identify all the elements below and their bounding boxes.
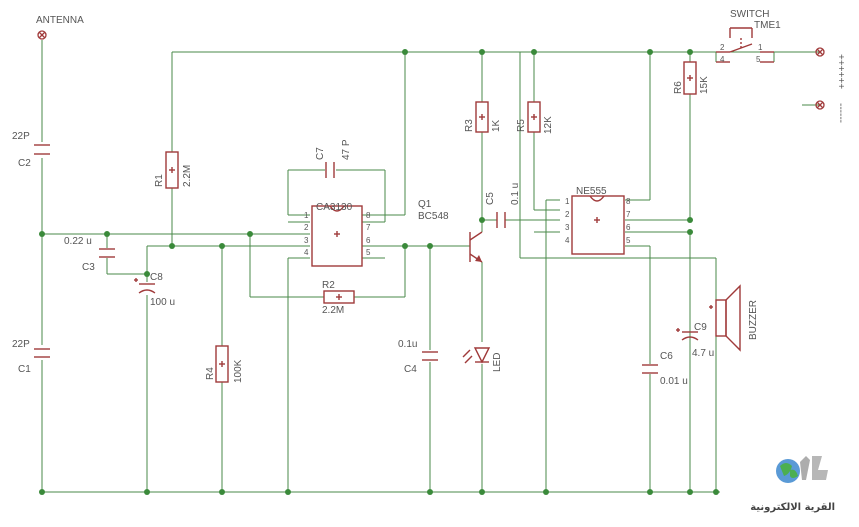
u1-pin-3: 3	[304, 236, 309, 245]
u1-pin-8: 8	[366, 211, 371, 220]
supply-positive-terminal	[815, 47, 825, 57]
c3-name: C3	[82, 262, 95, 273]
resistor-r3	[475, 101, 489, 133]
r3-value: 1K	[491, 119, 502, 132]
c5-name: C5	[485, 192, 496, 205]
capacitor-c1	[34, 348, 50, 358]
c8-value: 100 u	[150, 297, 175, 308]
r4-value: 100K	[233, 359, 244, 383]
supply-minus-label: ------	[835, 103, 846, 123]
switch-title: SWITCH	[730, 9, 769, 20]
wires	[41, 40, 820, 493]
r1-name: R1	[154, 174, 165, 187]
u1-pin-2: 2	[304, 223, 309, 232]
r6-value: 15K	[699, 76, 710, 94]
u1-pin-6: 6	[366, 236, 371, 245]
u2-pin-6: 6	[626, 223, 631, 232]
u1-pin-5: 5	[366, 248, 371, 257]
r5-name: R5	[516, 119, 527, 132]
c5-value: 0.1 u	[510, 183, 521, 205]
u1-pin-1: 1	[304, 211, 309, 220]
r1-value: 2.2M	[182, 165, 193, 187]
buzzer-name: BUZZER	[748, 300, 759, 340]
c1-name: C1	[18, 364, 31, 375]
resistor-r5	[527, 101, 541, 133]
capacitor-c8	[134, 278, 156, 294]
r3-name: R3	[464, 119, 475, 132]
switch-name: TME1	[754, 20, 781, 31]
buzzer	[709, 284, 741, 352]
resistor-r2	[323, 290, 355, 304]
r4-name: R4	[205, 367, 216, 380]
resistor-r4	[215, 345, 229, 383]
capacitor-c5	[496, 212, 506, 228]
ic-u1-ca3130	[311, 205, 363, 267]
r2-name: R2	[322, 280, 335, 291]
u1-pin-7: 7	[366, 223, 371, 232]
capacitor-c7	[325, 162, 335, 178]
u2-pin-4: 4	[565, 236, 570, 245]
u2-name: NE555	[576, 186, 607, 197]
c1-value: 22P	[12, 339, 30, 350]
led	[462, 347, 491, 364]
u2-pin-2: 2	[565, 210, 570, 219]
r6-name: R6	[673, 81, 684, 94]
capacitor-c3	[99, 248, 115, 258]
u2-pin-7: 7	[626, 210, 631, 219]
supply-plus-label: ++++++	[835, 54, 846, 89]
u1-pin-4: 4	[304, 248, 309, 257]
u2-pin-3: 3	[565, 223, 570, 232]
led-name: LED	[492, 353, 503, 372]
c8-name: C8	[150, 272, 163, 283]
c2-value: 22P	[12, 131, 30, 142]
u2-pin-8: 8	[626, 197, 631, 206]
c7-value: 47 P	[341, 139, 352, 160]
q1-value: BC548	[418, 211, 449, 222]
switch-pin-5: 5	[756, 55, 761, 64]
c7-name: C7	[315, 147, 326, 160]
r5-value: 12K	[543, 116, 554, 134]
capacitor-c6	[642, 364, 658, 374]
junctions	[39, 49, 719, 495]
resistor-r1	[165, 151, 179, 189]
u2-pin-1: 1	[565, 197, 570, 206]
transistor-q1	[469, 231, 483, 263]
switch-pin-4: 4	[720, 55, 725, 64]
antenna-terminal	[37, 30, 47, 40]
c6-name: C6	[660, 351, 673, 362]
c2-name: C2	[18, 158, 31, 169]
capacitor-c2	[34, 144, 50, 155]
c4-name: C4	[404, 364, 417, 375]
u2-pin-5: 5	[626, 236, 631, 245]
switch-pin-1: 1	[758, 43, 763, 52]
antenna-label: ANTENNA	[36, 15, 84, 26]
resistor-r6	[683, 61, 697, 95]
capacitor-c4	[422, 351, 438, 361]
r2-value: 2.2M	[322, 305, 344, 316]
u1-name: CA3130	[316, 202, 353, 213]
c3-value: 0.22 u	[64, 236, 92, 247]
site-logo	[776, 456, 828, 483]
c6-value: 0.01 u	[660, 376, 688, 387]
logo-text: القرية الالكترونية	[750, 502, 835, 513]
switch-pin-2: 2	[720, 43, 725, 52]
c9-value: 4.7 u	[692, 348, 714, 359]
c4-value: 0.1u	[398, 339, 417, 350]
capacitor-c9	[676, 328, 699, 341]
switch-tme1[interactable]	[716, 27, 774, 63]
c9-name: C9	[694, 322, 707, 333]
q1-name: Q1	[418, 199, 432, 210]
ic-u2-ne555	[571, 195, 625, 255]
supply-negative-terminal	[815, 100, 825, 110]
